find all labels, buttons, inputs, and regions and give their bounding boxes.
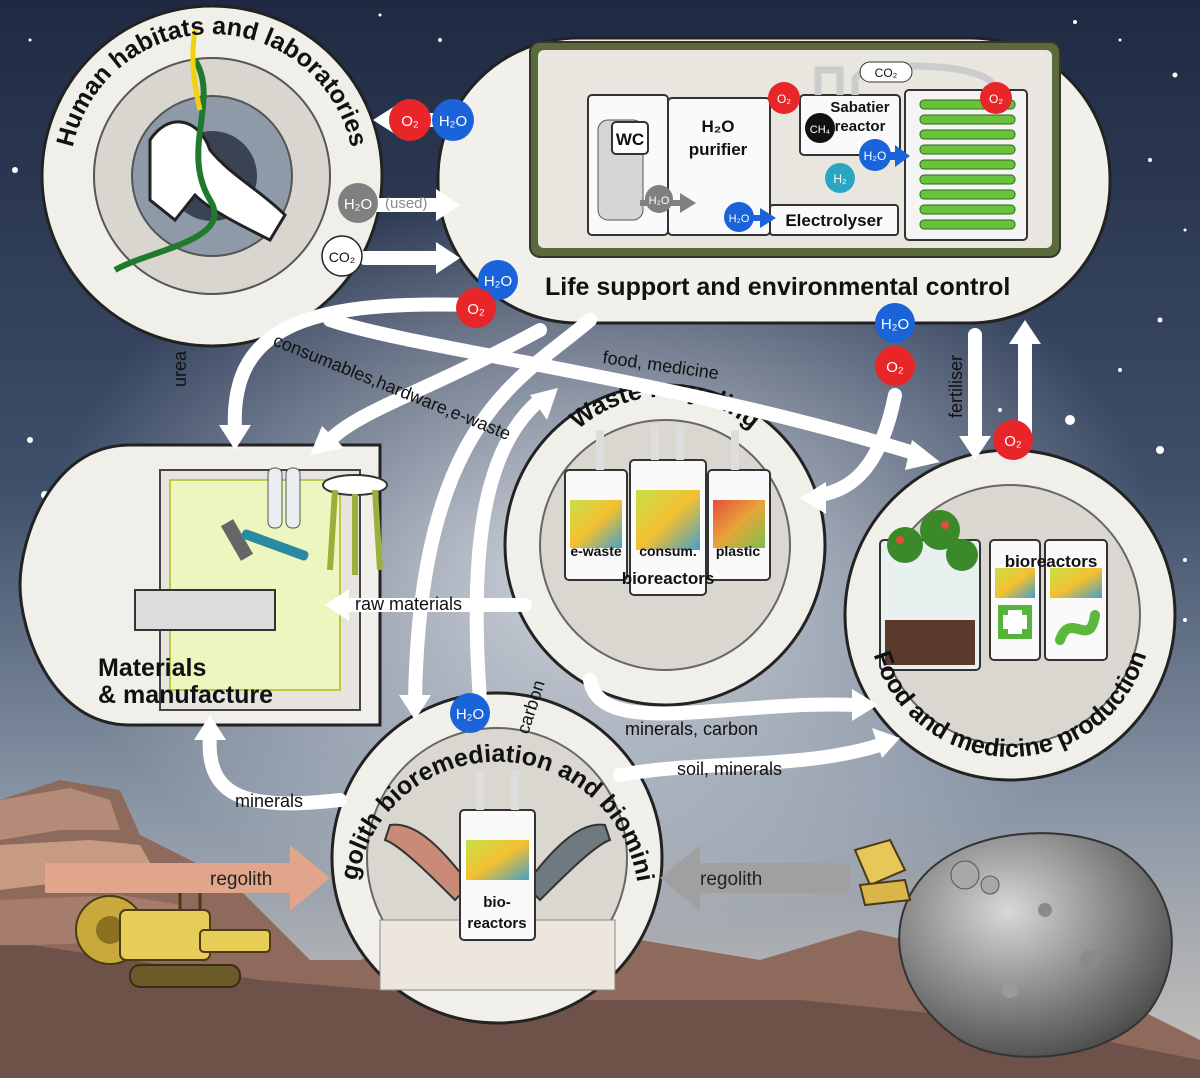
o2-icon (875, 346, 915, 386)
svg-text:H₂O: H₂O (864, 149, 887, 163)
raw-materials-label: raw materials (355, 594, 462, 614)
h2-icon (825, 163, 855, 193)
svg-text:H₂O: H₂O (729, 213, 750, 225)
svg-text:O₂: O₂ (989, 92, 1003, 106)
waste-module (503, 383, 827, 707)
o2-icon (993, 420, 1033, 460)
h2o-icon (450, 693, 490, 733)
co2-icon (321, 235, 363, 277)
ch4-icon (805, 113, 835, 143)
svg-text:H₂O: H₂O (439, 113, 467, 130)
asteroid-probe (853, 838, 912, 907)
svg-text:H₂: H₂ (833, 172, 847, 186)
svg-text:H₂O: H₂O (484, 273, 512, 290)
regolith-module (330, 691, 664, 1025)
sabatier-label-2: reactor (835, 118, 886, 135)
consum-label: consum. (639, 543, 697, 559)
regolith-bio-label-1: bio- (483, 894, 511, 911)
svg-text:CO₂: CO₂ (875, 66, 898, 80)
regolith-left-label: regolith (210, 869, 272, 890)
arrow-food-medicine (323, 313, 927, 462)
purifier-label-2: purifier (689, 140, 748, 159)
regolith-right-arrow (660, 845, 850, 911)
asteroid (898, 832, 1173, 1058)
h2o-icon (875, 303, 915, 343)
sabatier-label-1: Sabatier (830, 99, 889, 116)
svg-text:H₂O: H₂O (456, 706, 484, 723)
svg-text:CH₄: CH₄ (810, 124, 831, 136)
arrow-heads (194, 104, 1041, 758)
mycelium-block (134, 589, 276, 631)
svg-text:H₂O: H₂O (344, 196, 372, 213)
h2o-used-icon (338, 183, 378, 223)
soil-minerals-label: soil, minerals (677, 759, 782, 779)
h2o-icon (859, 139, 891, 171)
h2o-icon (724, 202, 754, 232)
svg-text:CO₂: CO₂ (329, 249, 355, 265)
minerals-carbon-label: minerals, carbon (625, 719, 758, 739)
o2-icon (456, 288, 496, 328)
worm-icon (1055, 610, 1100, 645)
water-to-algae-arrow (882, 145, 910, 167)
materials-module (18, 443, 388, 727)
h2o-icon (478, 260, 518, 300)
stool-icon (322, 474, 388, 575)
fertiliser-label: fertiliser (946, 355, 966, 418)
co2-internal (859, 61, 913, 83)
hammer-icon (220, 519, 309, 561)
flow-molecules: O₂ H₂O H₂O (used) CO₂ H₂O O₂ H₂O O₂ O₂ H… (321, 99, 1033, 733)
arrow-minerals (202, 728, 347, 811)
purifier-label-1: H₂O (701, 117, 734, 136)
o2-icon (389, 99, 431, 141)
habitat-module (40, 4, 384, 348)
svg-text:O₂: O₂ (1004, 433, 1022, 450)
wc-label: WC (616, 130, 644, 149)
arrow-minerals-carbon (583, 673, 862, 721)
svg-text:O₂: O₂ (401, 113, 419, 130)
plastic-label: plastic (716, 543, 761, 559)
waste-bioreactors-label: bioreactors (622, 569, 715, 588)
svg-text:H₂O: H₂O (881, 316, 909, 333)
svg-text:O₂: O₂ (777, 92, 791, 106)
h2o-used-icon (645, 185, 673, 213)
arrow-soil-minerals (613, 738, 887, 782)
used-label: (used) (385, 195, 428, 212)
food-module (843, 448, 1177, 782)
ewaste-label: e-waste (570, 543, 622, 559)
flow-arrows (202, 113, 1032, 811)
tether-icon (113, 58, 218, 273)
bottle-icon (267, 467, 283, 529)
regolith-left-arrow (45, 845, 330, 911)
urea-label: urea (170, 350, 190, 387)
o2-icon (980, 82, 1012, 114)
minerals-label: minerals (235, 791, 303, 811)
materials-title-2: & manufacture (98, 681, 273, 709)
life-support-title: Life support and environmental control (545, 273, 1010, 301)
arrow-urea (227, 297, 477, 437)
h2o-purifier (667, 97, 771, 236)
materials-title-1: Materials (98, 654, 206, 682)
regolith-bio-label-2: reactors (467, 915, 526, 932)
bottle-icon (285, 467, 301, 529)
ground-foreground (0, 940, 1200, 1078)
o2-icon (768, 82, 800, 114)
food-bioreactors-label: bioreactors (1005, 552, 1098, 571)
electrolyser-label: Electrolyser (785, 211, 883, 230)
svg-text:O₂: O₂ (467, 301, 485, 318)
regolith-right-label: regolith (700, 869, 762, 890)
arrow-o2-to-waste (813, 388, 902, 502)
arrow-consumables (323, 323, 547, 447)
svg-text:O₂: O₂ (886, 359, 904, 376)
life-support-molecules: O₂ O₂ CO₂ CH₄ H₂O H₂ H₂O H₂O (645, 61, 1012, 232)
arrow-carbon (469, 393, 547, 707)
svg-text:H₂O: H₂O (649, 195, 670, 207)
h2o-icon (432, 99, 474, 141)
